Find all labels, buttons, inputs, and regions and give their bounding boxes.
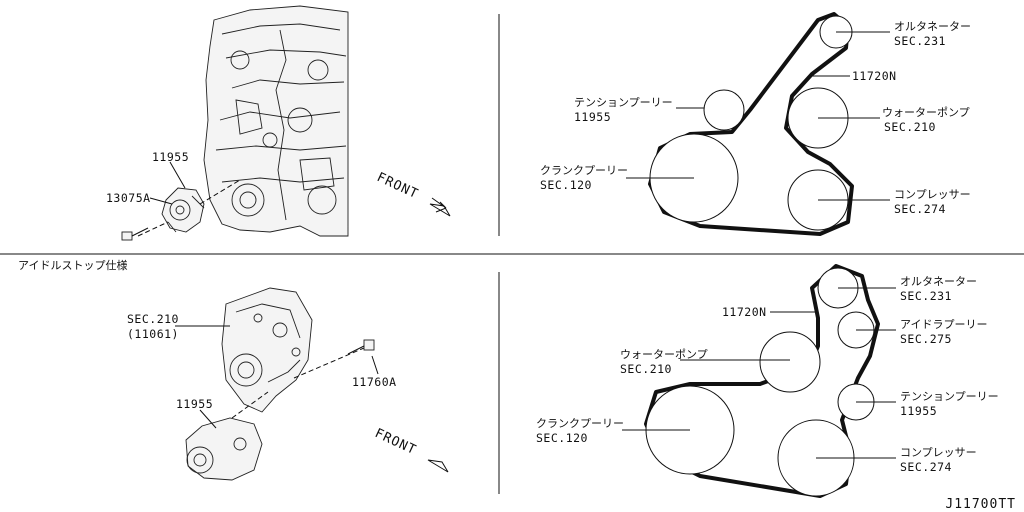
front-label-bottom: FRONT <box>372 426 418 458</box>
alternator-sec-top: SEC.231 <box>894 34 946 48</box>
label-11760a: 11760A <box>352 375 397 389</box>
waterpump-sec-top: SEC.210 <box>884 120 936 134</box>
leader-11955-top <box>169 161 186 189</box>
drawing-code: J11700TT <box>945 497 1016 512</box>
leader-11955-bottom <box>199 409 217 429</box>
label-11955-top: 11955 <box>152 150 189 164</box>
bolt-13075a <box>121 227 149 241</box>
tensioner-assembly <box>161 187 205 233</box>
crank-sec-top: SEC.120 <box>540 178 592 192</box>
tensioner-assembly-bottom <box>185 417 263 481</box>
bolt-mount-line <box>137 221 169 237</box>
engine-illustration <box>203 5 349 237</box>
waterpump-name-top: ウォーターポンプ <box>882 106 970 119</box>
leader-11760a <box>371 355 379 375</box>
idler-name-bottom: アイドラプーリー <box>900 318 987 331</box>
crank-name-top: クランクプーリー <box>540 164 628 177</box>
leader-13075a <box>149 197 173 205</box>
tensioner-number-top: 11955 <box>574 110 611 124</box>
compressor-sec-bottom: SEC.274 <box>900 460 952 474</box>
waterpump-housing <box>221 287 313 413</box>
bolt-11760a <box>347 339 375 355</box>
label-sec210: SEC.210 <box>127 312 179 326</box>
front-arrowhead-icon-top <box>429 203 451 217</box>
compressor-sec-top: SEC.274 <box>894 202 946 216</box>
crank-sec-bottom: SEC.120 <box>536 431 588 445</box>
label-11955-bottom: 11955 <box>176 397 213 411</box>
tensioner-pulley-top <box>703 89 745 131</box>
compressor-name-top: コンプレッサー <box>894 188 971 201</box>
waterpump-sec-bottom: SEC.210 <box>620 362 672 376</box>
compressor-name-bottom: コンプレッサー <box>900 446 977 459</box>
front-label-top: FRONT <box>374 170 420 202</box>
front-arrowhead-icon-bottom <box>427 459 449 473</box>
tensioner-number-bottom: 11955 <box>900 404 937 418</box>
belt-number-bottom: 11720N <box>722 305 767 319</box>
alternator-name-top: オルタネーター <box>894 20 971 33</box>
alternator-name-bottom: オルタネーター <box>900 275 977 288</box>
tensioner-name-bottom: テンションプーリー <box>900 390 999 403</box>
label-13075a: 13075A <box>106 191 151 205</box>
waterpump-name-bottom: ウォーターポンプ <box>620 348 708 361</box>
idler-sec-bottom: SEC.275 <box>900 332 952 346</box>
alternator-sec-bottom: SEC.231 <box>900 289 952 303</box>
section-title-idle-stop: アイドルストップ仕様 <box>18 258 127 272</box>
waterpump-pulley-bottom <box>759 331 821 393</box>
label-11061: (11061) <box>127 327 179 341</box>
crank-name-bottom: クランクプーリー <box>536 417 624 430</box>
tensioner-name-top: テンションプーリー <box>574 96 673 109</box>
belt-number-top: 11720N <box>852 69 897 83</box>
bolt-mount-line-bottom <box>293 347 365 379</box>
